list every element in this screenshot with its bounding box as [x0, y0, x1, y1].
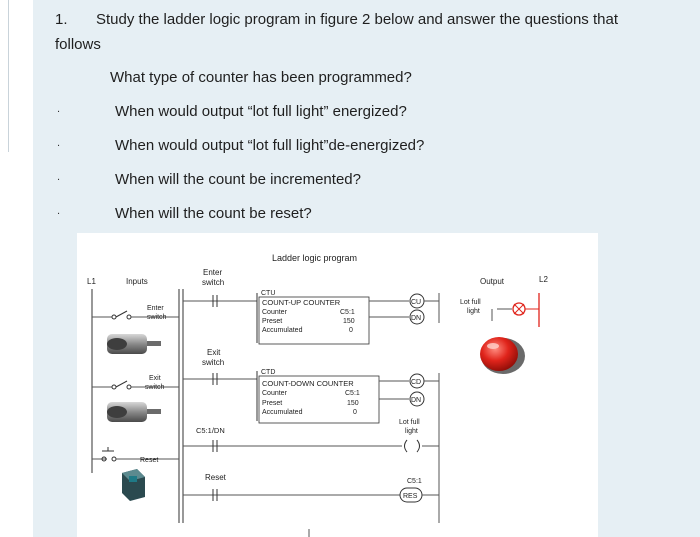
reset-contact-label: Reset: [205, 473, 227, 482]
dn-contact-address: C5:1/DN: [196, 426, 225, 435]
exit-switch-rung-label-2: switch: [202, 358, 224, 367]
reset-pushbutton-icon: [122, 469, 145, 501]
rung3-light-label-1: Lot full: [399, 419, 420, 426]
exit-switch-contact-icon: [111, 384, 117, 390]
exit-switch-rung-label-1: Exit: [207, 348, 221, 357]
ctd-accum-value: 0: [353, 409, 357, 416]
bullet-4: .: [57, 171, 61, 183]
sub-question-1: What type of counter has been programmed…: [110, 69, 412, 86]
enter-switch-label-1: Enter: [203, 268, 222, 277]
ctd-counter-label: Counter: [262, 390, 288, 397]
sub-question-3: When would output “lot full light”de-ene…: [115, 137, 425, 154]
ctd-counter-box: [258, 375, 380, 424]
ctu-dn-coil-icon: [409, 309, 425, 325]
ctd-cd-coil-label: CD: [411, 379, 421, 386]
ctd-preset-label: Preset: [262, 400, 282, 407]
question-text: Study the ladder logic program in figure…: [96, 11, 618, 28]
l2-label: L2: [539, 275, 548, 284]
question-number: 1.: [55, 11, 68, 28]
res-coil-label: RES: [403, 493, 418, 500]
ctu-counter-value: C5:1: [340, 309, 355, 316]
ctu-accum-value: 0: [349, 327, 353, 334]
ladder-diagram-svg: Ladder logic program L1 Inputs Output L2…: [87, 253, 548, 537]
ctu-dn-coil-label: DN: [411, 315, 421, 322]
ctd-accum-label: Accumulated: [262, 409, 303, 416]
enter-switch-input-label-2: switch: [147, 314, 167, 321]
l1-label: L1: [87, 277, 96, 286]
exit-switch-input-label-1: Exit: [149, 375, 161, 382]
ctd-preset-value: 150: [347, 400, 359, 407]
exit-switch-input-label-2: switch: [145, 384, 165, 391]
bullet-3: .: [57, 137, 61, 149]
ladder-logic-figure: Ladder logic program L1 Inputs Output L2…: [77, 233, 598, 537]
ctu-accum-label: Accumulated: [262, 327, 303, 334]
ctd-dn-coil-label: DN: [411, 397, 421, 404]
enter-switch-contact-icon: [111, 314, 117, 320]
output-light-label-1: Lot full: [460, 299, 481, 306]
output-label: Output: [480, 277, 505, 286]
ctu-preset-label: Preset: [262, 318, 282, 325]
ctd-title: COUNT-DOWN COUNTER: [262, 379, 354, 388]
ctu-counter-box: [258, 296, 370, 345]
ctu-cu-coil-label: CU: [411, 299, 421, 306]
reset-input-label: Reset: [140, 457, 158, 464]
ctd-counter-value: C5:1: [345, 390, 360, 397]
question-text-continued: follows: [55, 36, 101, 53]
ctu-title: COUNT-UP COUNTER: [262, 298, 341, 307]
exit-limit-switch-icon: [107, 402, 161, 422]
lot-full-light-coil-icon: [404, 439, 408, 453]
red-pilot-light-icon: [480, 337, 525, 374]
ctu-counter-label: Counter: [262, 309, 288, 316]
bullet-2: .: [57, 103, 61, 115]
inputs-label: Inputs: [126, 277, 148, 286]
bullet-5: .: [57, 205, 61, 217]
figure-title: Ladder logic program: [272, 253, 357, 263]
ctu-preset-value: 150: [343, 318, 355, 325]
enter-switch-input-label-1: Enter: [147, 305, 164, 312]
enter-limit-switch-icon: [107, 334, 161, 354]
ctd-tag: CTD: [261, 369, 275, 376]
sub-question-2: When would output “lot full light” energ…: [115, 103, 407, 120]
res-address: C5:1: [407, 478, 422, 485]
rung3-light-label-2: light: [405, 428, 418, 435]
sub-question-5: When will the count be reset?: [115, 205, 312, 222]
output-light-label-2: light: [467, 308, 480, 315]
left-margin-line: [0, 0, 9, 152]
ctd-dn-coil-icon: [409, 391, 425, 407]
sub-question-4: When will the count be incremented?: [115, 171, 361, 188]
reset-pushbutton-contact-icon: [101, 456, 107, 462]
ctu-tag: CTU: [261, 290, 275, 297]
enter-switch-label-2: switch: [202, 278, 224, 287]
